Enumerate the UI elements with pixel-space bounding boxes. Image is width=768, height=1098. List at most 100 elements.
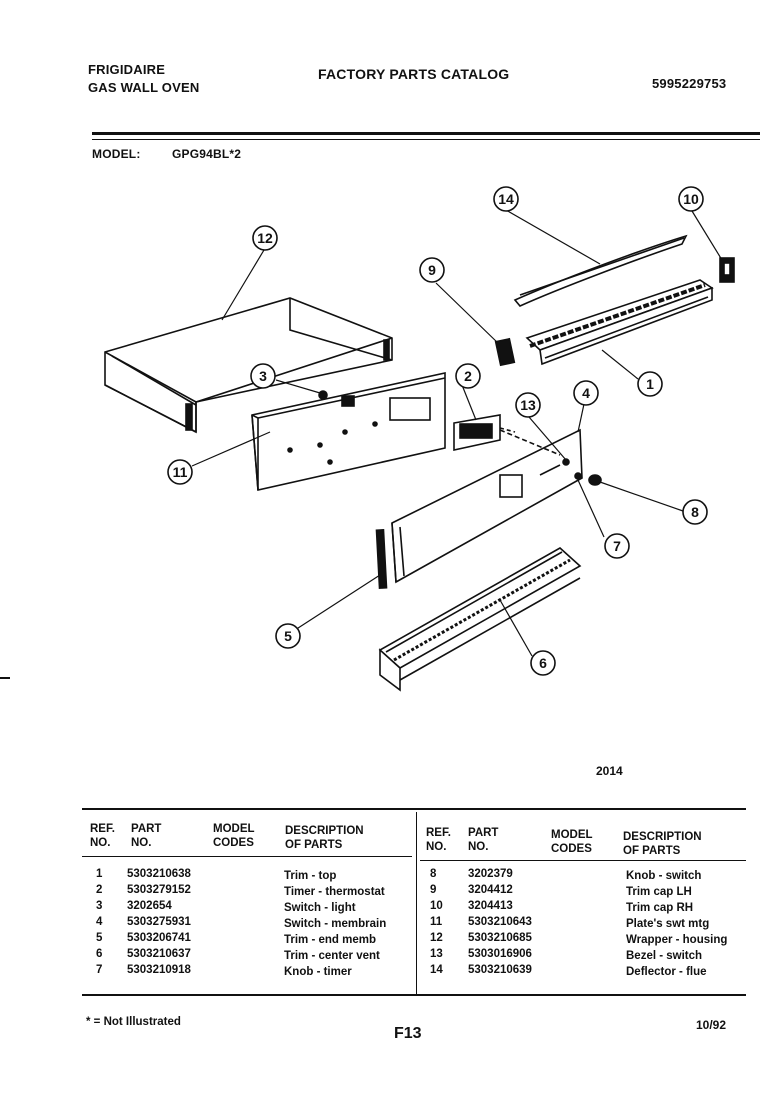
header-rule: [92, 132, 760, 135]
figure-number: 2014: [596, 764, 623, 778]
callout-10: 10: [683, 191, 699, 207]
table-cell: Knob - switch: [626, 870, 702, 882]
table-cell: 9: [430, 884, 437, 896]
product-name: GAS WALL OVEN: [88, 80, 200, 95]
table-cell: 8: [430, 868, 437, 880]
part-membrane-switch: [391, 428, 583, 584]
part-flue-deflector: [513, 234, 688, 307]
callout-9: 9: [428, 262, 436, 278]
table-cell: 3: [96, 900, 103, 912]
table-cell: Trim cap RH: [626, 902, 694, 914]
header-underline-left: [82, 856, 412, 857]
header-rule-thin: [92, 139, 760, 140]
part-light-switch: [318, 390, 355, 407]
callout-12: 12: [257, 230, 273, 246]
table-cell: 5303210685: [468, 932, 532, 944]
callout-circles: [167, 186, 708, 676]
callout-5: 5: [284, 628, 292, 644]
table-cell: Plate's swt mtg: [626, 918, 710, 930]
callout-7: 7: [613, 538, 621, 554]
table-cell: Bezel - switch: [626, 950, 703, 962]
right-part-column: 3202379 3204412 3204413 5303210643 53032…: [468, 866, 532, 978]
table-cell: 6: [96, 948, 103, 960]
table-bottom-rule: [82, 994, 746, 996]
table-top-rule: [82, 808, 746, 810]
callout-6: 6: [539, 655, 547, 671]
header-underline-right: [420, 860, 746, 861]
table-cell: Switch - light: [284, 902, 356, 914]
part-top-trim: [525, 279, 714, 366]
left-part-column: 5303210638 5303279152 3202654 5303275931…: [127, 866, 191, 978]
table-cell: 5303210918: [127, 964, 191, 976]
callout-4: 4: [582, 385, 590, 401]
part-knobs: [574, 472, 602, 486]
catalog-number: 5995229753: [652, 76, 727, 91]
not-illustrated-note: * = Not Illustrated: [86, 1016, 181, 1028]
callout-3: 3: [259, 368, 267, 384]
callout-14: 14: [498, 191, 514, 207]
table-cell: 5303016906: [468, 948, 532, 960]
part-trim-cap-lh: [494, 337, 516, 367]
left-ref-column: 1 2 3 4 5 6 7: [96, 866, 102, 978]
table-divider: [416, 812, 417, 994]
header-ref-no-right: REF.NO.: [426, 827, 451, 853]
table-cell: 5303210639: [468, 964, 532, 976]
model-value: GPG94BL*2: [172, 147, 242, 161]
callout-8: 8: [691, 504, 699, 520]
table-cell: Timer - thermostat: [284, 886, 385, 898]
table-cell: 1: [96, 868, 103, 880]
table-cell: 13: [430, 948, 443, 960]
table-cell: 3202654: [127, 900, 172, 912]
table-cell: 5303210643: [468, 916, 532, 928]
table-cell: Trim cap LH: [626, 886, 692, 898]
callout-2: 2: [464, 368, 472, 384]
table-cell: 11: [430, 916, 443, 928]
part-switch-mounting-plate: [251, 372, 446, 491]
part-end-trim: [375, 528, 388, 589]
table-cell: 3204413: [468, 900, 513, 912]
callout-1: 1: [646, 376, 654, 392]
table-cell: Trim - end memb: [284, 934, 377, 946]
left-desc-column: Trim - top Timer - thermostat Switch - l…: [284, 868, 386, 980]
table-cell: 12: [430, 932, 443, 944]
catalog-date: 10/92: [696, 1018, 727, 1032]
table-cell: 7: [96, 964, 103, 976]
table-cell: 14: [430, 964, 443, 976]
table-cell: 4: [96, 916, 103, 928]
right-desc-column: Knob - switch Trim cap LH Trim cap RH Pl…: [626, 868, 727, 980]
table-cell: Wrapper - housing: [626, 934, 728, 946]
catalog-title: FACTORY PARTS CATALOG: [318, 66, 510, 82]
brand-name: FRIGIDAIRE: [88, 62, 166, 77]
part-center-vent-trim: [378, 547, 582, 692]
part-timer: [453, 414, 516, 451]
table-cell: 3204412: [468, 884, 513, 896]
table-cell: 5: [96, 932, 103, 944]
table-cell: Deflector - flue: [626, 966, 707, 978]
part-trim-cap-rh: [719, 257, 735, 283]
header-ref-no-left: REF.NO.: [90, 823, 115, 849]
part-wrapper-housing: [104, 297, 393, 434]
table-cell: Switch - membrain: [284, 918, 387, 930]
table-cell: 2: [96, 884, 103, 896]
table-cell: 3202379: [468, 868, 513, 880]
table-cell: 10: [430, 900, 443, 912]
right-ref-column: 8 9 10 11 12 13 14: [430, 866, 443, 978]
page-code: F13: [394, 1025, 422, 1042]
table-cell: Knob - timer: [284, 966, 352, 978]
model-label: MODEL:: [92, 147, 141, 161]
table-cell: 5303210637: [127, 948, 191, 960]
table-cell: Trim - top: [284, 870, 337, 882]
table-cell: 5303210638: [127, 868, 191, 880]
table-cell: 5303275931: [127, 916, 191, 928]
table-cell: Trim - center vent: [284, 950, 380, 962]
table-cell: 5303279152: [127, 884, 191, 896]
callout-13: 13: [520, 397, 536, 413]
table-cell: 5303206741: [127, 932, 191, 944]
